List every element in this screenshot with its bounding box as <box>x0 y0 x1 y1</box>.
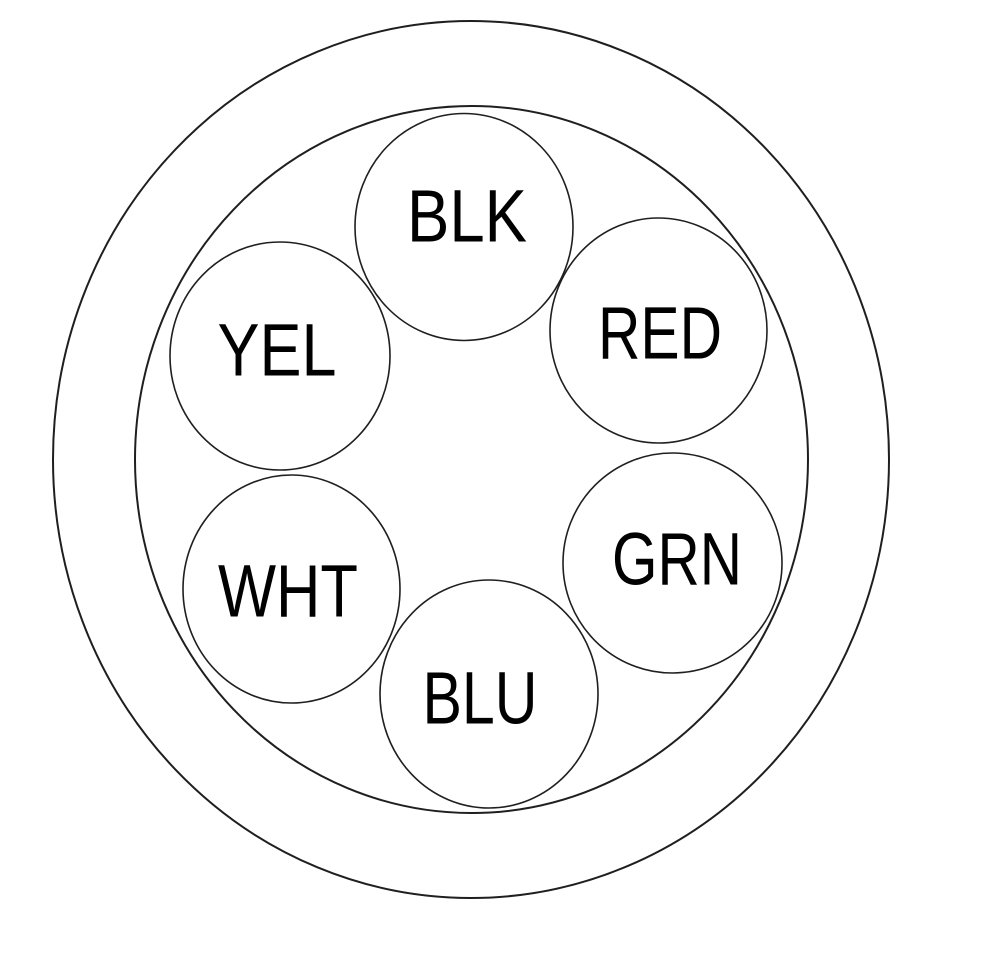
wire-grn-label: GRN <box>612 518 742 601</box>
wire-blk-circle <box>354 112 574 342</box>
wire-grn: GRN <box>562 452 783 674</box>
outer-jacket-circle <box>52 20 890 899</box>
wire-red-circle <box>549 217 768 444</box>
wire-red-label: RED <box>598 292 722 375</box>
wire-blk: BLK <box>354 112 574 342</box>
wire-yel: YEL <box>169 241 391 471</box>
wire-wht: WHT <box>182 474 401 704</box>
wire-yel-label: YEL <box>218 309 337 392</box>
wire-blu: BLU <box>379 579 599 809</box>
wire-blk-label: BLK <box>407 175 527 258</box>
wire-grn-circle <box>562 452 783 674</box>
wire-red: RED <box>549 217 768 444</box>
wire-wht-circle <box>182 474 401 704</box>
wire-wht-label: WHT <box>218 550 358 633</box>
inner-sheath-circle <box>134 105 809 814</box>
wire-blu-label: BLU <box>423 657 538 740</box>
wire-blu-circle <box>379 579 599 809</box>
wire-yel-circle <box>169 241 391 471</box>
